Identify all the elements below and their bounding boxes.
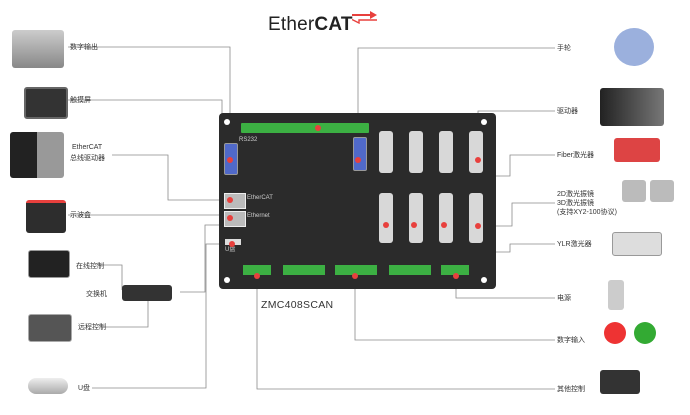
laptop-icon	[28, 314, 72, 342]
label-remote-control: 远程控制	[78, 324, 106, 331]
galvo-scanner-icon	[622, 180, 646, 202]
galvo-scanner-icon	[650, 180, 674, 202]
label-galvo-3d: 3D激光振镜	[557, 200, 594, 207]
ethercat-port-label: EtherCAT	[247, 195, 273, 201]
stepper-driver-icon	[600, 88, 664, 126]
usb-port-label: U盘	[225, 247, 236, 253]
pneumatic-valve-icon	[12, 30, 64, 68]
top-terminal-block	[241, 123, 369, 133]
label-handwheel: 手轮	[557, 45, 571, 52]
label-ylr-laser: YLR激光器	[557, 241, 592, 248]
line-bus-drive	[112, 154, 222, 201]
ethercat-port	[224, 193, 246, 209]
line-online	[100, 264, 123, 290]
ylr-laser-icon	[612, 232, 662, 256]
label-online-control: 在线控制	[76, 263, 104, 270]
bottom-terminal-2	[283, 265, 325, 275]
axis-port-3	[439, 131, 453, 173]
label-touchscreen: 触摸屏	[70, 97, 91, 104]
label-fiber-laser: Fiber激光器	[557, 152, 594, 159]
laser-port-2	[409, 193, 423, 243]
ethernet-port	[224, 211, 246, 227]
label-switch: 交换机	[86, 291, 107, 298]
line-other	[256, 280, 555, 390]
label-galvo-protocol: (支持XY2-100协议)	[557, 209, 617, 216]
axis-port-2	[409, 131, 423, 173]
label-galvo-2d: 2D激光振镜	[557, 191, 594, 198]
line-usb	[92, 243, 226, 389]
label-power: 电源	[557, 295, 571, 302]
io-module-icon	[600, 370, 640, 394]
power-supply-icon	[608, 280, 624, 310]
label-ethercat-brand: EtherCAT	[72, 144, 103, 151]
network-switch-icon	[122, 285, 172, 301]
servo-drive-icon	[10, 132, 64, 178]
handwheel-icon	[614, 28, 654, 66]
controller-model: ZMC408SCAN	[261, 299, 334, 311]
push-button-icon	[634, 322, 656, 344]
ethercat-logo: EtherCAT	[268, 14, 353, 35]
bottom-terminal-3	[335, 265, 377, 275]
galvo-port-2	[469, 193, 483, 243]
label-other-control: 其他控制	[557, 386, 585, 393]
label-bus-drive: 总线驱动器	[70, 155, 105, 162]
line-ylr	[484, 243, 555, 253]
laser-port-1	[379, 193, 393, 243]
fiber-laser-icon	[614, 138, 660, 162]
bottom-terminal-5	[441, 265, 469, 275]
line-switch	[180, 224, 222, 293]
touchscreen-icon	[24, 87, 68, 119]
label-digital-in: 数字输入	[557, 337, 585, 344]
label-digital-out: 数字输出	[70, 44, 98, 51]
galvo-port-1	[439, 193, 453, 243]
axis-port-1	[379, 131, 393, 173]
label-usb-disk: U盘	[78, 385, 91, 392]
ethercat-arrow-icon	[352, 11, 377, 24]
push-button-icon	[604, 322, 626, 344]
line-remote	[100, 300, 149, 328]
rs232-label: RS232	[239, 137, 258, 143]
label-driver: 驱动器	[557, 108, 578, 115]
bottom-terminal-1	[243, 265, 271, 275]
usb-disk-icon	[28, 378, 68, 394]
oscilloscope-box-icon	[26, 200, 66, 233]
bottom-terminal-4	[389, 265, 431, 275]
ethernet-port-label: Ethernet	[247, 213, 270, 219]
monitor-icon	[28, 250, 70, 278]
line-digital-in	[354, 280, 555, 341]
label-oscilloscope: 示波盒	[70, 212, 91, 219]
